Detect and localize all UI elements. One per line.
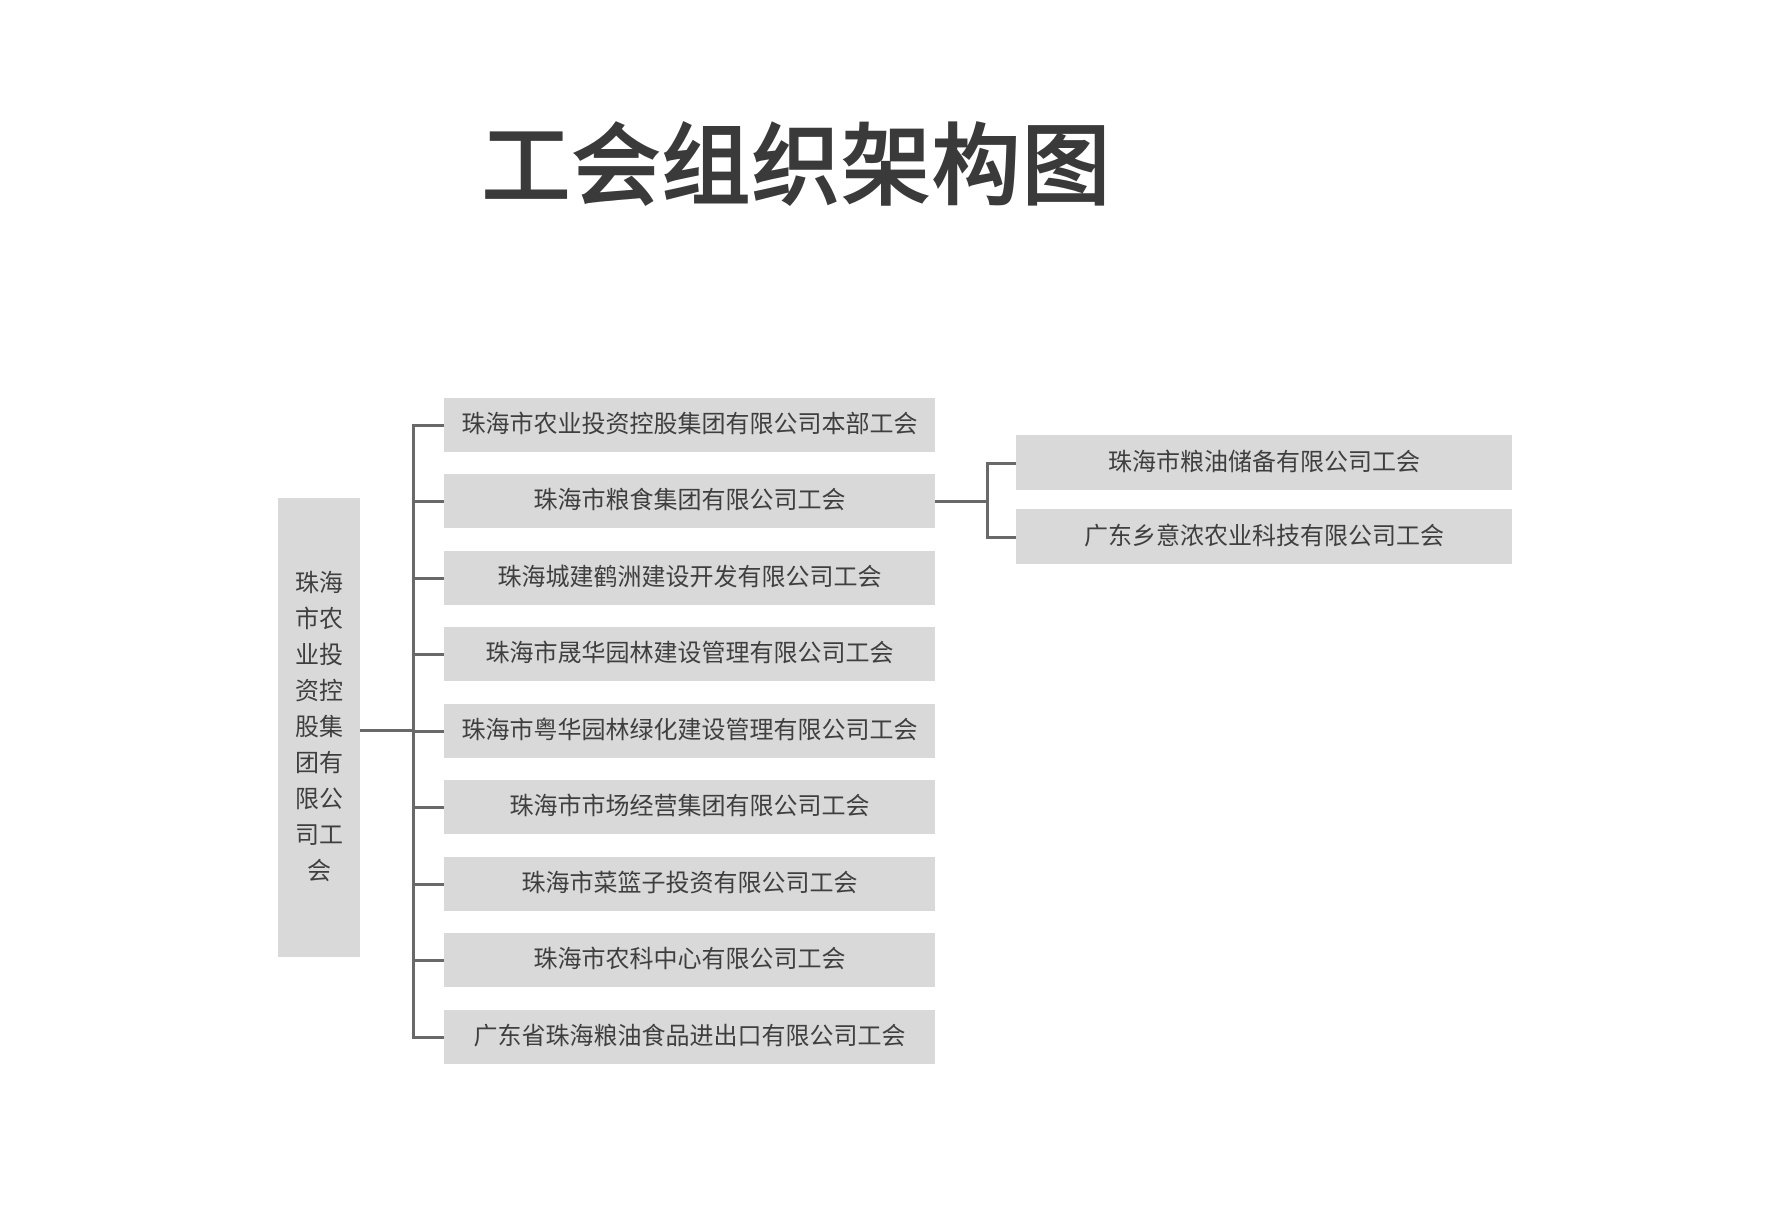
connector-branch-4: [412, 653, 444, 656]
connector-root-to-trunk: [360, 729, 412, 732]
connector-child2-stub: [935, 500, 988, 503]
connector-branch-2: [412, 500, 444, 503]
org-node-child-4: 珠海市晟华园林建设管理有限公司工会: [444, 627, 935, 681]
org-node-child-9: 广东省珠海粮油食品进出口有限公司工会: [444, 1010, 935, 1064]
page-title: 工会组织架构图: [481, 117, 1113, 216]
connector-branch-1: [412, 424, 444, 427]
connector-grandchild-branch-2: [986, 536, 1016, 539]
org-node-grandchild-2: 广东乡意浓农业科技有限公司工会: [1016, 509, 1512, 564]
org-node-root: 珠海市农业投资控股集团有限公司工会: [278, 498, 360, 957]
connector-branch-8: [412, 959, 444, 962]
connector-grandchild-trunk: [986, 462, 989, 539]
connector-grandchild-branch-1: [986, 462, 1016, 465]
org-node-grandchild-1: 珠海市粮油储备有限公司工会: [1016, 435, 1512, 490]
connector-branch-5: [412, 730, 444, 733]
org-node-child-2: 珠海市粮食集团有限公司工会: [444, 474, 935, 528]
connector-branch-3: [412, 577, 444, 580]
org-node-child-3: 珠海城建鹤洲建设开发有限公司工会: [444, 551, 935, 605]
org-node-child-6: 珠海市市场经营集团有限公司工会: [444, 780, 935, 834]
org-node-child-8: 珠海市农科中心有限公司工会: [444, 933, 935, 987]
connector-branch-6: [412, 806, 444, 809]
org-node-child-5: 珠海市粤华园林绿化建设管理有限公司工会: [444, 704, 935, 758]
org-node-child-7: 珠海市菜篮子投资有限公司工会: [444, 857, 935, 911]
org-node-child-1: 珠海市农业投资控股集团有限公司本部工会: [444, 398, 935, 452]
connector-branch-9: [412, 1036, 444, 1039]
connector-branch-7: [412, 883, 444, 886]
